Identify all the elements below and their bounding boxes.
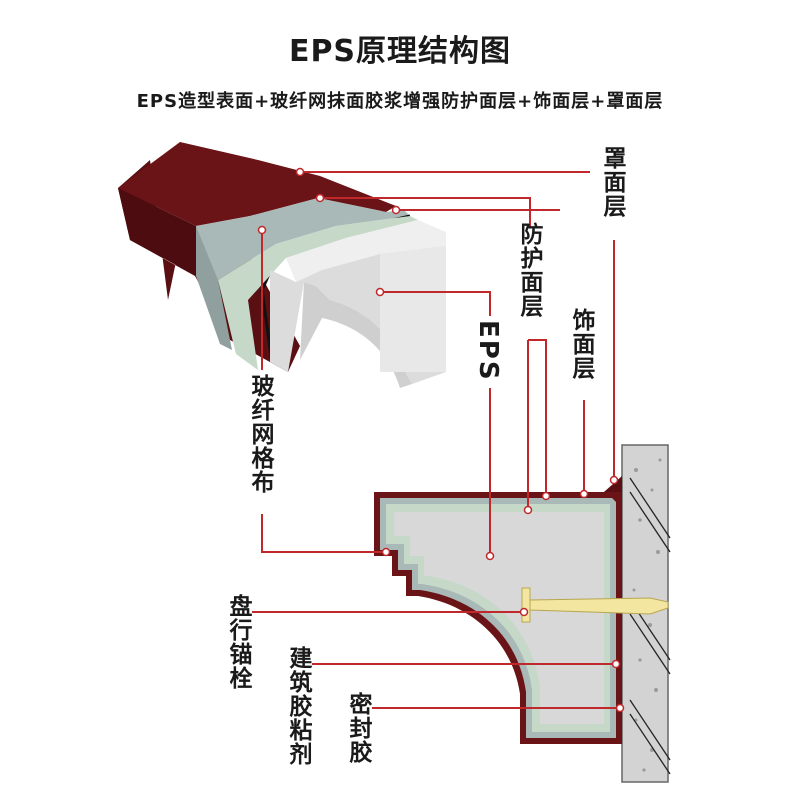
wall-speckles <box>632 458 662 772</box>
dot-mesh-section <box>381 547 391 557</box>
dot-cover-section <box>609 475 619 485</box>
block-protect-top <box>196 198 410 280</box>
leader-protect-section <box>528 339 547 496</box>
dot-eps-top <box>375 287 385 297</box>
dot-cover-top <box>295 167 305 177</box>
dot-eps-section <box>485 551 495 561</box>
dot-protect-top <box>315 193 325 203</box>
leader-eps-top <box>380 291 491 316</box>
leader-mesh-section <box>261 514 386 553</box>
dot-protect-section <box>541 491 551 501</box>
dot-adhesive <box>611 659 621 669</box>
dot-anchor <box>519 607 529 617</box>
label-protective-layer: 防护面层 <box>516 222 542 318</box>
anchor-bolt <box>521 587 669 623</box>
leader-protect-top <box>320 197 531 228</box>
block-protect-side <box>196 226 232 350</box>
label-eps: EPS <box>473 320 503 382</box>
block-finish-top <box>218 216 418 370</box>
label-cover-layer: 罩面层 <box>599 146 625 218</box>
diagram-title: EPS原理结构图 <box>288 34 512 69</box>
leader-dots <box>257 167 625 713</box>
block-eps-top <box>286 220 446 282</box>
anchor-shaft <box>529 597 669 615</box>
dot-protect-section-2 <box>523 505 533 515</box>
label-sealant: 密封胶 <box>345 692 371 764</box>
label-anchor: 盘行锚栓 <box>225 594 251 690</box>
block-cover-top-face <box>118 142 396 226</box>
block-eps-side-shade <box>300 282 412 388</box>
dot-mesh-top <box>257 225 267 235</box>
eps-block-3d <box>118 142 446 388</box>
leader-lines <box>252 171 620 709</box>
dot-finish-top <box>391 205 401 215</box>
block-eps-right-face <box>380 246 446 372</box>
dot-sealant <box>615 703 625 713</box>
dot-finish-section <box>579 489 589 499</box>
label-mesh: 玻纤网格布 <box>247 374 273 494</box>
block-cover-side <box>118 188 196 276</box>
anchor-head <box>521 587 531 623</box>
section-eps-core <box>394 512 604 724</box>
diagram-subtitle: EPS造型表面+玻纤网抹面胶浆增强防护面层+饰面层+罩面层 <box>136 91 664 112</box>
label-finish-layer: 饰面层 <box>568 308 594 380</box>
label-adhesive: 建筑胶粘剂 <box>285 646 311 766</box>
